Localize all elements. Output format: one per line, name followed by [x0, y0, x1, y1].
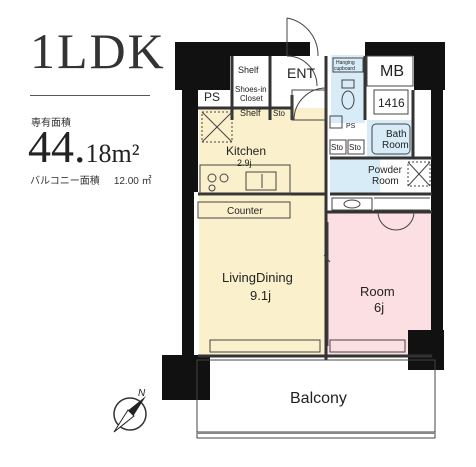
hanging-cupboard-floor — [331, 55, 365, 123]
label-room: Room — [360, 284, 395, 299]
compass: N — [113, 388, 147, 433]
area-decimal: 18 — [85, 139, 112, 168]
wall-bottom-right-pillar — [408, 330, 444, 370]
wall-left-upper — [182, 42, 198, 192]
label-hanging-line2: cupboard — [334, 66, 355, 72]
label-counter: Counter — [227, 206, 263, 217]
label-shoes-closet: Shoes-in Closet — [235, 85, 269, 103]
label-ps-small: PS — [346, 123, 356, 130]
bath-room-floor — [367, 120, 413, 158]
label-living-size: 9.1j — [250, 288, 271, 303]
compass-circle — [113, 397, 147, 431]
balcony-area-value: 12.00 ㎡ — [113, 176, 152, 187]
area-label: 専有面積 — [31, 118, 71, 129]
label-kitchen-size: 2.9j — [237, 158, 252, 168]
label-room-size: 6j — [374, 300, 384, 315]
label-powder-line1: Powder — [368, 165, 403, 176]
label-sto-left: Sto — [273, 109, 286, 118]
label-shelf-top: Shelf — [238, 65, 259, 75]
label-ps-left: PS — [204, 90, 220, 104]
label-bath-line1: Bath — [386, 129, 407, 140]
balcony-area-label: バルコニー面積 — [30, 176, 100, 187]
area-integer: 44. — [28, 121, 86, 172]
label-shoes-line1: Shoes-in — [235, 85, 267, 94]
label-bath-line2: Room — [382, 140, 409, 151]
area-unit: m² — [111, 139, 140, 168]
wall-bottom-left-pillar — [162, 355, 210, 400]
label-ent: ENT — [287, 65, 315, 81]
label-hanging-cupboard: Hanging cupboard — [334, 60, 356, 72]
label-powder-line2: Room — [372, 176, 399, 187]
label-shoes-line2: Closet — [240, 94, 263, 103]
label-bath-room: Bath Room — [382, 129, 409, 151]
label-balcony: Balcony — [290, 390, 347, 407]
wall-right — [431, 42, 443, 358]
title-divider — [30, 95, 150, 96]
ldk-floor — [199, 108, 326, 356]
compass-tail-icon — [113, 409, 135, 433]
label-mb: MB — [380, 63, 404, 80]
balcony-rail — [197, 432, 435, 434]
label-sto-mid: Sto — [331, 143, 344, 152]
wall-left-lower — [182, 190, 194, 360]
label-unit-number: 1416 — [378, 96, 405, 110]
floor-area-value: 44.18m² — [28, 124, 140, 170]
compass-north-label: N — [138, 388, 146, 399]
balcony-area-line: バルコニー面積 12.00 ㎡ — [30, 172, 166, 187]
label-kitchen: Kitchen — [226, 144, 266, 158]
layout-type-title: 1LDK — [30, 23, 166, 79]
wall-top — [198, 42, 310, 56]
label-sto-right: Sto — [349, 143, 362, 152]
label-shelf-bottom: Shelf — [240, 108, 261, 118]
label-powder-room: Powder Room — [368, 165, 405, 187]
label-hanging-line1: Hanging — [336, 60, 355, 66]
powder-room-floor — [330, 158, 380, 194]
label-living-dining: LivingDining — [222, 270, 293, 285]
